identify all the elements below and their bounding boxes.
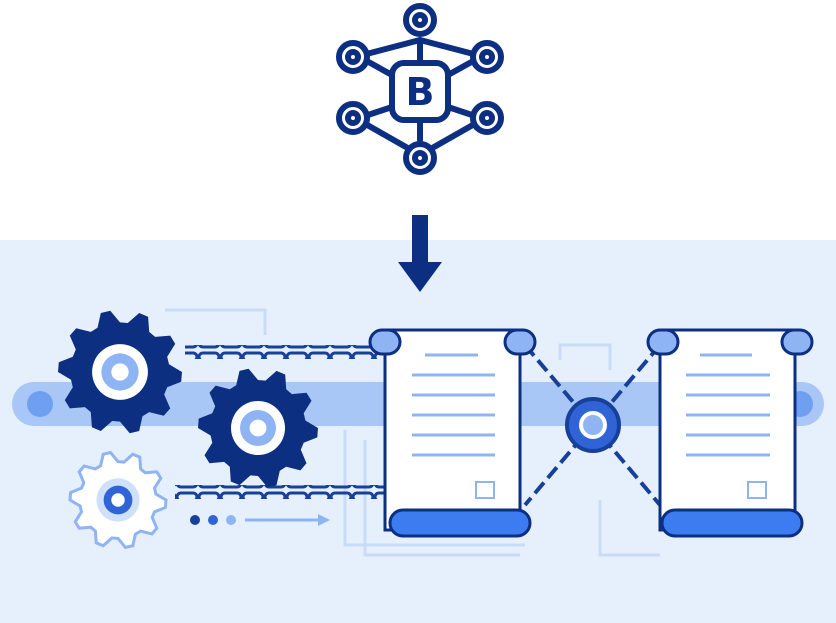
- connector-core: [579, 411, 607, 439]
- flow-dots: [190, 514, 330, 526]
- blockchain-network-icon: [336, 3, 504, 175]
- image-thumbnail-icon: [475, 481, 495, 499]
- chain-top: [185, 345, 385, 359]
- rail-end-left: [27, 391, 53, 417]
- gear-icon: [58, 310, 182, 434]
- gear-icon: [68, 450, 168, 550]
- image-thumbnail-icon: [747, 481, 767, 499]
- document-scroll-icon: [368, 328, 537, 538]
- down-arrow-icon: [398, 215, 442, 292]
- logo-letter: B: [406, 70, 435, 114]
- chain-bottom: [175, 485, 390, 499]
- gear-icon: [198, 368, 318, 488]
- circuit-lines: [165, 308, 660, 557]
- document-scroll-icon: [646, 328, 814, 538]
- gear-group: [58, 310, 318, 550]
